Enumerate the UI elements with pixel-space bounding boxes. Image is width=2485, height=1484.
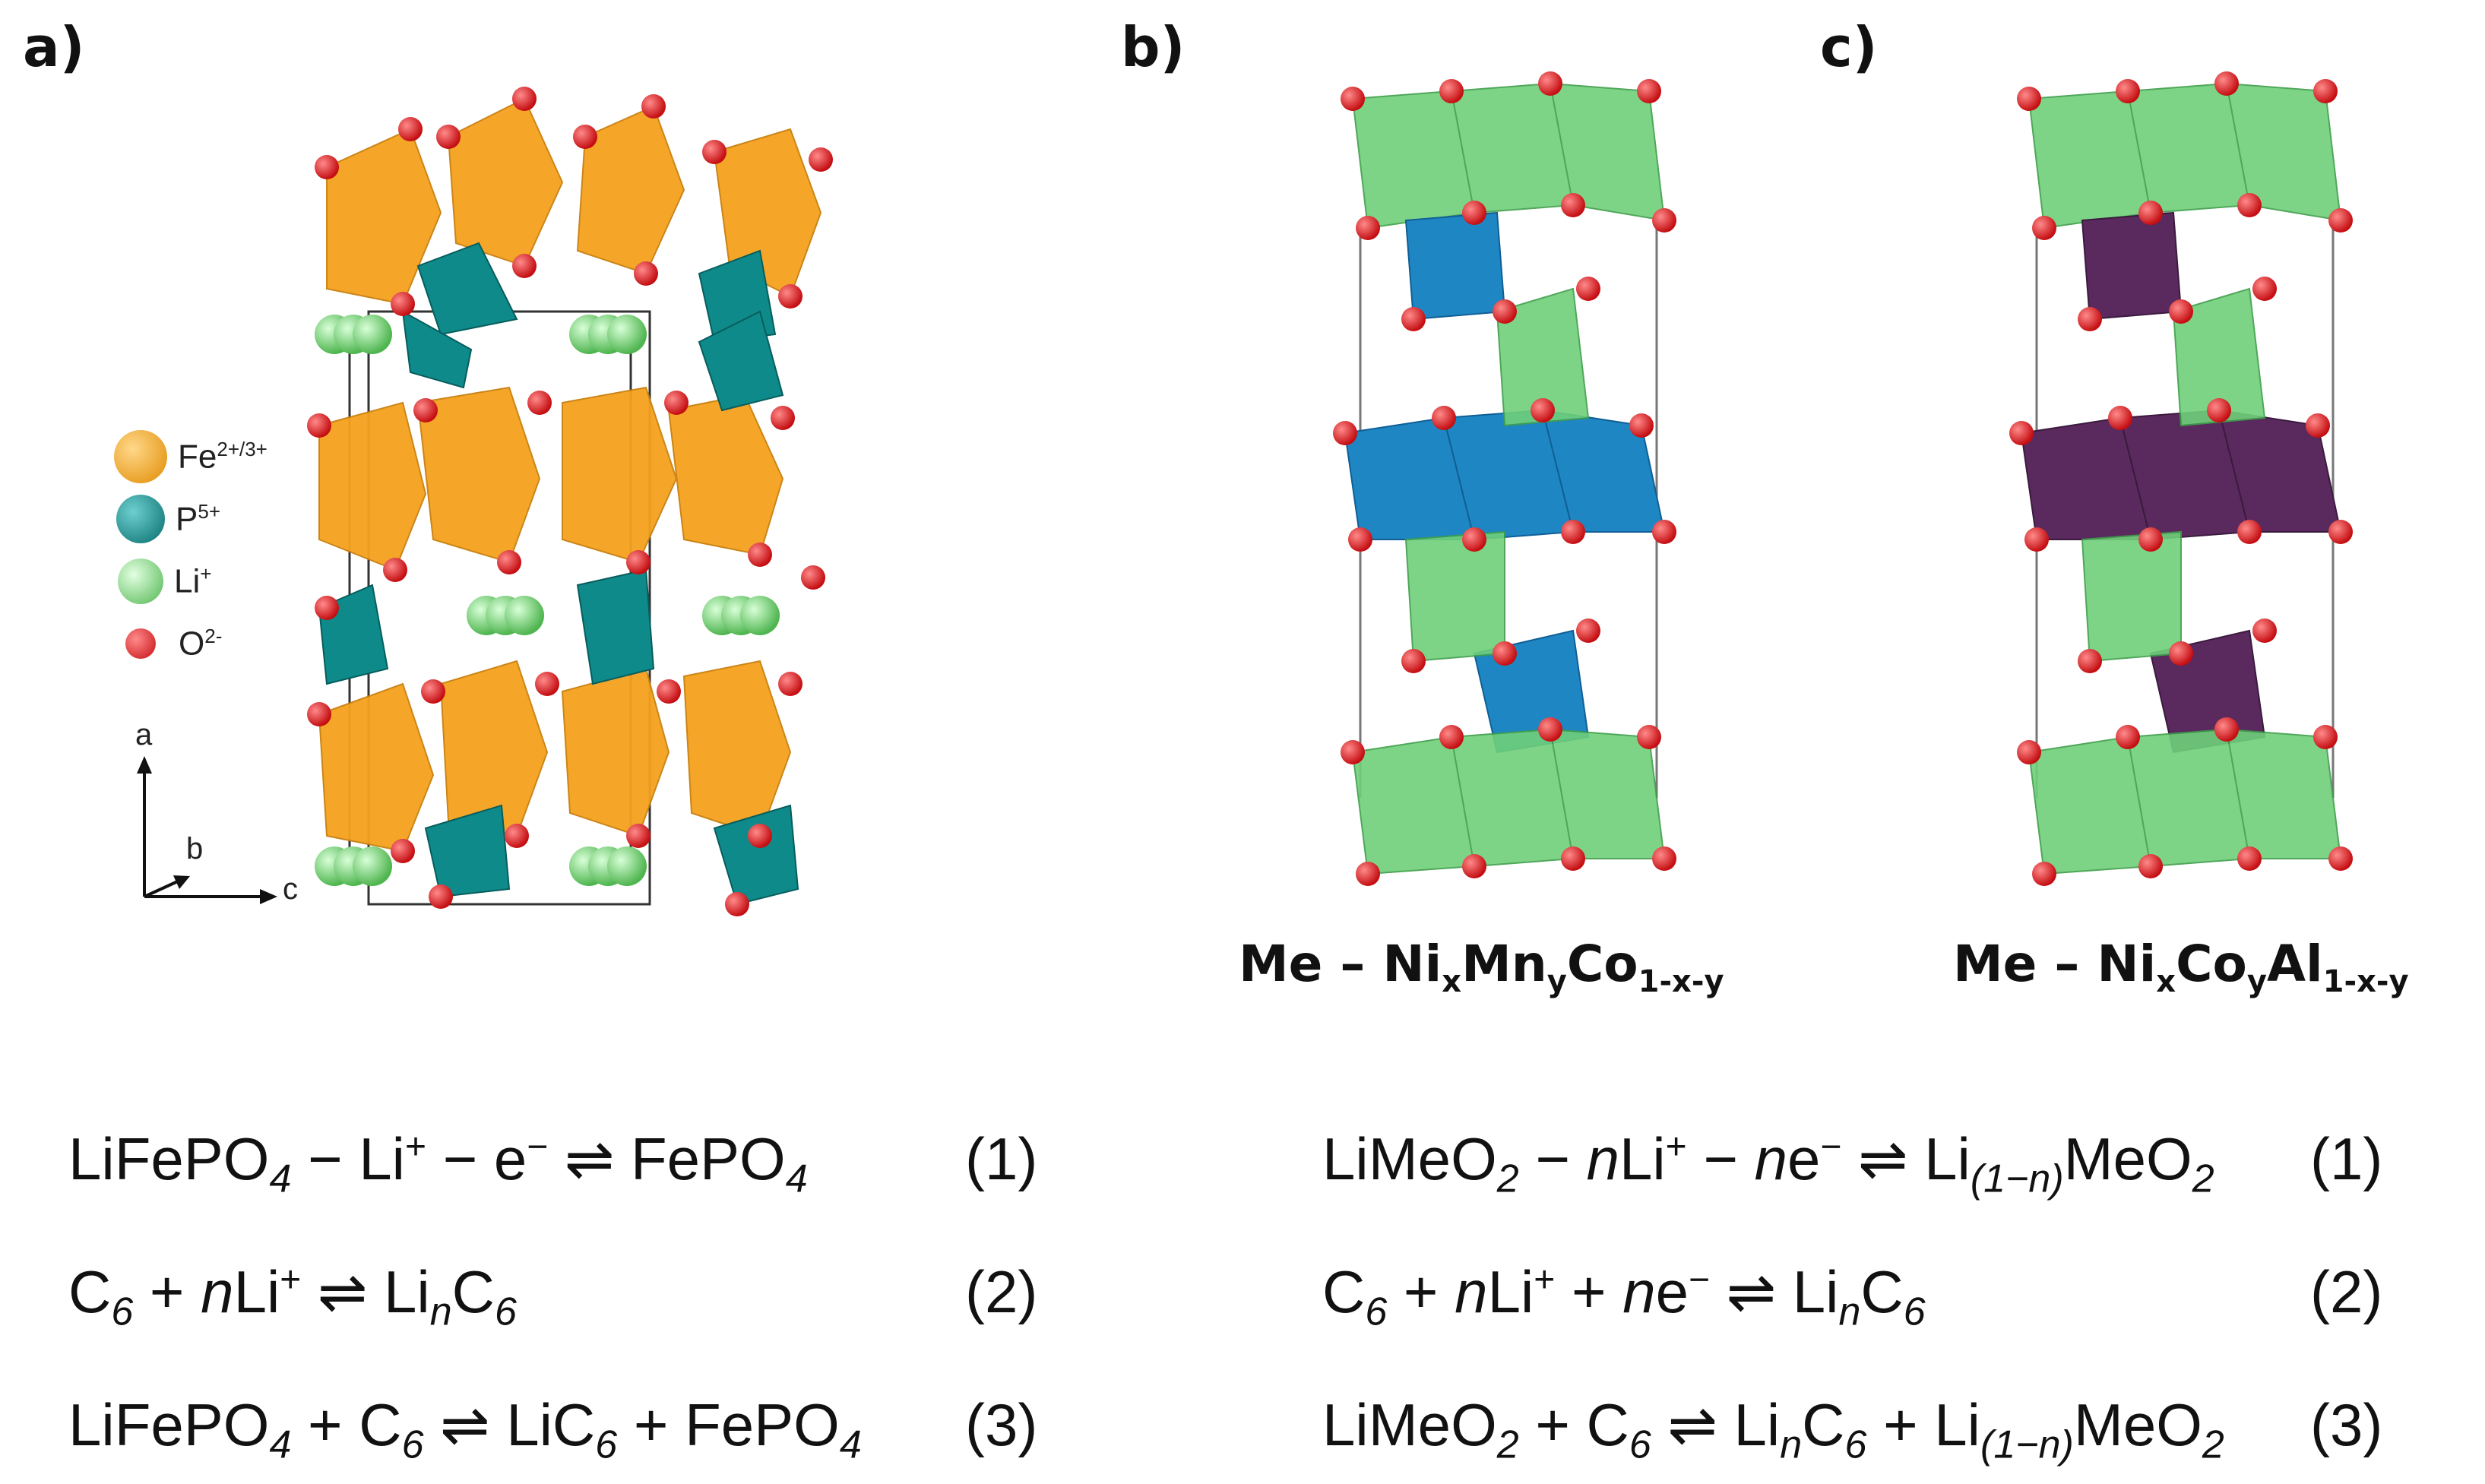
formula-nmc-rest: 1-x-y [1638, 964, 1724, 1000]
o-atoms-c [2009, 71, 2353, 886]
legend-fe: Fe2+/3+ [114, 426, 267, 488]
equation-left-2: C6 + nLi+ ⇌ LinC6 [68, 1258, 517, 1334]
lifepo4-crystal-structure [307, 87, 833, 916]
equation-right-3-number: (3) [2310, 1391, 2383, 1458]
equation-left-1-number: (1) [965, 1125, 1038, 1192]
formula-nca-al: Al [2266, 935, 2323, 993]
legend-fe-charge: 2+/3+ [217, 437, 267, 460]
formula-nmc-me: Me – Ni [1239, 935, 1442, 993]
panel-label-c: c) [1820, 15, 1878, 79]
formula-nca: Me – NixCoyAl1-x-y [1953, 935, 2409, 999]
legend-li-charge: + [200, 562, 212, 585]
equation-left-3: LiFePO4 + C6 ⇌ LiC6 + FePO4 [68, 1391, 862, 1467]
axes-indicator [137, 756, 277, 904]
nmc-layered-structure [1333, 71, 1676, 886]
equation-right-2: C6 + nLi+ + ne− ⇌ LinC6 [1322, 1258, 1926, 1334]
legend-o: O2- [114, 612, 267, 675]
o-atoms-b [1333, 71, 1676, 886]
equation-left-1: LiFePO4 − Li+ − e− ⇌ FePO4 [68, 1125, 808, 1201]
equation-right-2-number: (2) [2310, 1258, 2383, 1325]
blue-octahedra [1344, 211, 1666, 754]
element-legend: Fe2+/3+ P5+ Li+ O2- [114, 426, 267, 675]
purple-octahedra [2020, 211, 2342, 754]
formula-nmc-x: x [1442, 964, 1462, 1000]
legend-o-symbol: O [179, 625, 205, 663]
green-octahedra-bottom [1351, 728, 1666, 875]
legend-li-symbol: Li [174, 562, 201, 600]
equation-left-2-number: (2) [965, 1258, 1038, 1325]
green-octahedra-mid-c [2081, 287, 2266, 663]
axis-label-b: b [186, 832, 204, 865]
panel-label-b: b) [1121, 15, 1186, 79]
equation-right-1: LiMeO2 − nLi+ − ne− ⇌ Li(1−n)MeO2 [1322, 1125, 2214, 1201]
li-atoms [315, 315, 780, 886]
formula-nca-y: y [2246, 964, 2267, 1000]
formula-nmc: Me – NixMnyCo1-x-y [1239, 935, 1724, 999]
equation-right-1-number: (1) [2310, 1125, 2383, 1192]
green-octahedra-bottom-c [2028, 728, 2342, 875]
formula-nca-rest: 1-x-y [2322, 964, 2409, 1000]
formula-nmc-co: Co [1566, 935, 1638, 993]
equation-right-3: LiMeO2 + C6 ⇌ LinC6 + Li(1−n)MeO2 [1322, 1391, 2224, 1467]
panel-label-a: a) [23, 15, 85, 79]
legend-p-charge: 5+ [198, 499, 221, 523]
legend-o-charge: 2- [204, 624, 223, 647]
green-octahedra-top-c [2028, 82, 2342, 229]
equation-left-3-number: (3) [965, 1391, 1038, 1458]
green-octahedra-mid [1404, 287, 1590, 663]
p-tetrahedra [318, 242, 799, 906]
formula-nca-x: x [2156, 964, 2176, 1000]
legend-p: P5+ [114, 488, 267, 550]
o-atoms [307, 87, 833, 916]
legend-fe-symbol: Fe [178, 438, 217, 476]
nca-layered-structure [2009, 71, 2353, 886]
formula-nmc-y: y [1546, 964, 1567, 1000]
fe-octahedra [318, 97, 822, 853]
green-octahedra-top [1351, 82, 1666, 229]
axis-label-a: a [135, 718, 153, 751]
formula-nca-me: Me – Ni [1953, 935, 2157, 993]
legend-li: Li+ [114, 550, 267, 612]
legend-p-symbol: P [176, 500, 198, 538]
axis-label-c: c [283, 872, 298, 906]
formula-nca-co: Co [2176, 935, 2247, 993]
formula-nmc-mn: Mn [1461, 935, 1547, 993]
